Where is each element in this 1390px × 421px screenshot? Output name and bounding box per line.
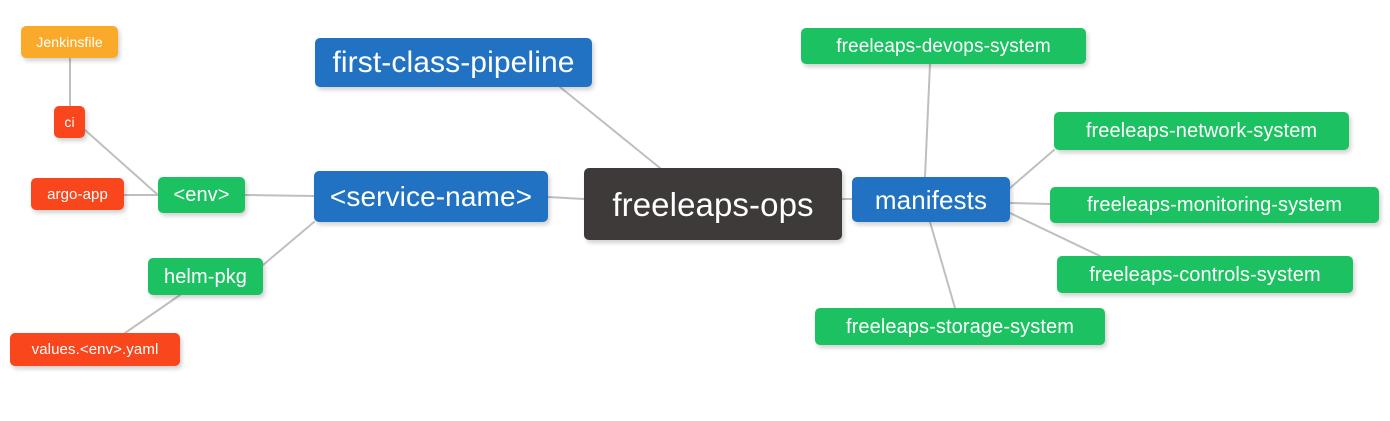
mindmap-edge — [1009, 149, 1055, 189]
mindmap-node-helm-pkg[interactable]: helm-pkg — [148, 258, 263, 295]
mindmap-node-first-class-pipeline[interactable]: first-class-pipeline — [315, 38, 592, 87]
mindmap-node-label: first-class-pipeline — [332, 45, 575, 79]
mindmap-node-label: helm-pkg — [163, 265, 248, 288]
mindmap-node-label: ci — [64, 114, 75, 130]
mindmap-node-label: manifests — [874, 184, 988, 215]
mindmap-edge — [1009, 202, 1051, 205]
mindmap-node-label: freeleaps-monitoring-system — [1086, 194, 1342, 216]
mindmap-node-freeleaps-controls-system[interactable]: freeleaps-controls-system — [1057, 256, 1353, 293]
mindmap-edge — [244, 194, 315, 197]
mindmap-node-freeleaps-storage-system[interactable]: freeleaps-storage-system — [815, 308, 1105, 345]
mindmap-node-label: freeleaps-storage-system — [845, 315, 1075, 338]
mindmap-node-label: <env> — [173, 184, 230, 206]
mindmap-node-service-name[interactable]: <service-name> — [314, 171, 548, 222]
mindmap-node-values-yaml[interactable]: values.<env>.yaml — [10, 333, 180, 366]
mindmap-node-env[interactable]: <env> — [158, 177, 245, 213]
mindmap-node-label: freeleaps-devops-system — [836, 35, 1051, 57]
mindmap-node-label: freeleaps-controls-system — [1089, 263, 1321, 286]
mindmap-node-manifests[interactable]: manifests — [852, 177, 1010, 222]
mindmap-node-freeleaps-ops[interactable]: freeleaps-ops — [584, 168, 842, 240]
mindmap-node-label: Jenkinsfile — [36, 34, 103, 50]
mindmap-node-freeleaps-monitoring-system[interactable]: freeleaps-monitoring-system — [1050, 187, 1379, 223]
mindmap-edge — [559, 86, 661, 169]
mindmap-edge — [124, 294, 181, 334]
mindmap-edge — [262, 221, 315, 266]
mindmap-node-label: values.<env>.yaml — [31, 341, 159, 358]
mindmap-node-label: <service-name> — [329, 180, 533, 212]
mindmap-node-freeleaps-network-system[interactable]: freeleaps-network-system — [1054, 112, 1349, 150]
mindmap-node-label: argo-app — [47, 185, 108, 203]
mindmap-edge — [924, 63, 931, 178]
mindmap-edge — [547, 196, 585, 200]
mindmap-node-argo-app[interactable]: argo-app — [31, 178, 124, 210]
mindmap-node-freeleaps-devops-system[interactable]: freeleaps-devops-system — [801, 28, 1086, 64]
mindmap-node-jenkinsfile[interactable]: Jenkinsfile — [21, 26, 118, 58]
mindmap-node-label: freeleaps-ops — [612, 185, 814, 223]
mindmap-edge — [929, 221, 956, 309]
mindmap-node-label: freeleaps-network-system — [1085, 120, 1318, 142]
mindmap-node-ci[interactable]: ci — [54, 106, 85, 138]
